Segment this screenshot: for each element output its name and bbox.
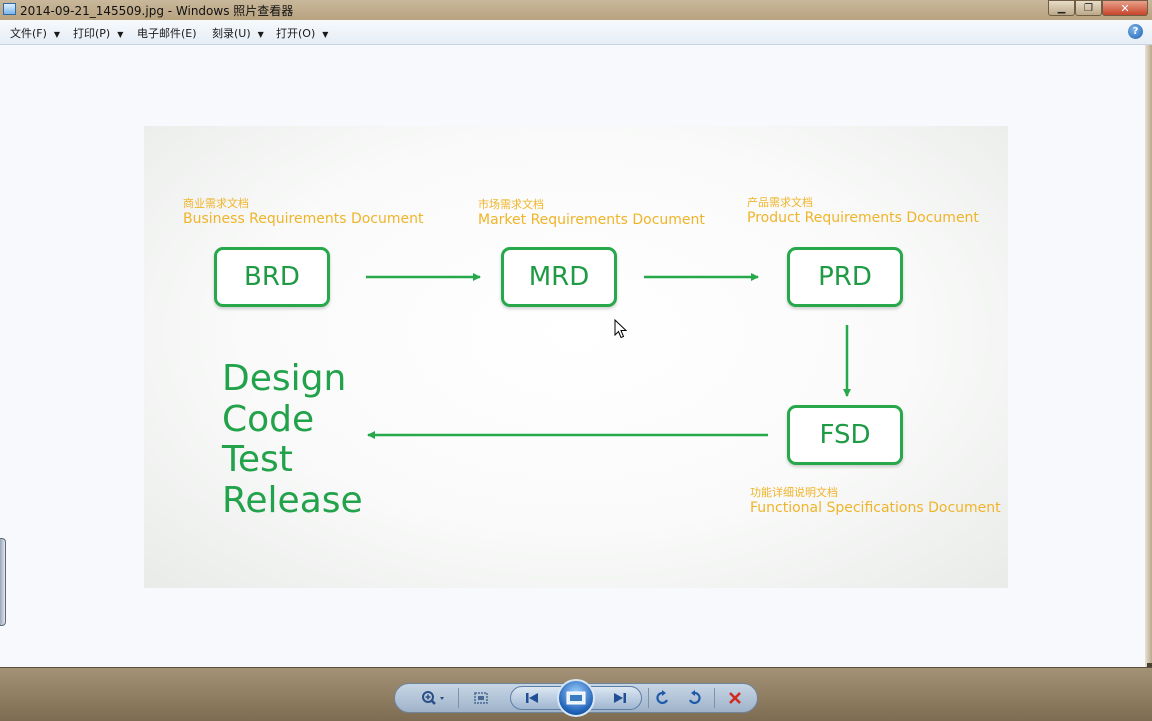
chevron-down-icon: ▼ bbox=[322, 30, 329, 39]
help-icon[interactable]: ? bbox=[1128, 24, 1143, 39]
window-right-edge bbox=[1145, 45, 1152, 667]
actual-size-icon[interactable] bbox=[470, 686, 492, 710]
chevron-down-icon: ▼ bbox=[53, 30, 61, 39]
minimize-button[interactable]: ▁ bbox=[1048, 0, 1075, 16]
mouse-cursor-icon bbox=[614, 319, 627, 339]
caption-prd: 产品需求文档 Product Requirements Document bbox=[747, 196, 979, 227]
menu-print[interactable]: 打印(P)▼ bbox=[73, 27, 124, 40]
close-button[interactable]: ✕ bbox=[1102, 0, 1148, 16]
caption-mrd: 市场需求文档 Market Requirements Document bbox=[478, 198, 705, 229]
step-code: Code bbox=[222, 398, 315, 440]
step-design: Design bbox=[222, 358, 347, 399]
box-brd: BRD bbox=[214, 247, 330, 307]
caption-fsd-cn: 功能详细说明文档 bbox=[750, 486, 838, 499]
box-mrd: MRD bbox=[501, 247, 617, 307]
window-controls: ▁ ❐ ✕ bbox=[1048, 0, 1148, 17]
chevron-down-icon: ▼ bbox=[257, 30, 264, 39]
photo-viewer-icon bbox=[3, 3, 16, 15]
caption-brd: 商业需求文档 Business Requirements Document bbox=[183, 197, 424, 228]
displayed-image: 商业需求文档 Business Requirements Document 市场… bbox=[144, 126, 1008, 588]
caption-prd-en: Product Requirements Document bbox=[747, 209, 979, 226]
step-release: Release bbox=[222, 479, 363, 521]
box-prd: PRD bbox=[787, 247, 903, 307]
menu-email[interactable]: 电子邮件(E) bbox=[137, 27, 197, 40]
separator bbox=[714, 688, 715, 708]
menu-open[interactable]: 打开(O)▼ bbox=[276, 27, 329, 40]
caption-fsd: 功能详细说明文档 Functional Specifications Docum… bbox=[750, 486, 1001, 517]
caption-mrd-cn: 市场需求文档 bbox=[478, 198, 544, 211]
next-icon[interactable] bbox=[608, 686, 632, 710]
caption-prd-cn: 产品需求文档 bbox=[747, 196, 813, 209]
menu-file[interactable]: 文件(F)▼ bbox=[10, 27, 61, 40]
slideshow-icon[interactable] bbox=[557, 679, 595, 717]
menu-burn[interactable]: 刻录(U)▼ bbox=[212, 27, 264, 40]
separator bbox=[648, 688, 649, 708]
maximize-button[interactable]: ❐ bbox=[1075, 0, 1102, 16]
previous-icon[interactable] bbox=[520, 686, 544, 710]
separator bbox=[458, 688, 459, 708]
caption-mrd-en: Market Requirements Document bbox=[478, 211, 705, 228]
caption-brd-en: Business Requirements Document bbox=[183, 210, 424, 227]
rotate-left-icon[interactable] bbox=[652, 686, 674, 710]
title-bar: 2014-09-21_145509.jpg - Windows 照片查看器 ▁ … bbox=[0, 0, 1152, 21]
delete-icon[interactable] bbox=[724, 686, 746, 710]
flow-arrows bbox=[366, 273, 851, 439]
rotate-right-icon[interactable] bbox=[683, 686, 705, 710]
process-steps: Design Code Test Release bbox=[222, 358, 363, 521]
caption-fsd-en: Functional Specifications Document bbox=[750, 499, 1001, 516]
step-test: Test bbox=[222, 439, 293, 480]
window-title: 2014-09-21_145509.jpg - Windows 照片查看器 bbox=[20, 4, 294, 18]
caption-brd-cn: 商业需求文档 bbox=[183, 197, 249, 210]
menu-bar: 文件(F)▼ 打印(P)▼ 电子邮件(E) 刻录(U)▼ 打开(O)▼ ? bbox=[0, 20, 1152, 45]
side-panel-tab[interactable] bbox=[0, 538, 6, 626]
zoom-icon[interactable] bbox=[418, 686, 448, 710]
chevron-down-icon: ▼ bbox=[117, 30, 124, 39]
box-fsd: FSD bbox=[787, 405, 903, 465]
